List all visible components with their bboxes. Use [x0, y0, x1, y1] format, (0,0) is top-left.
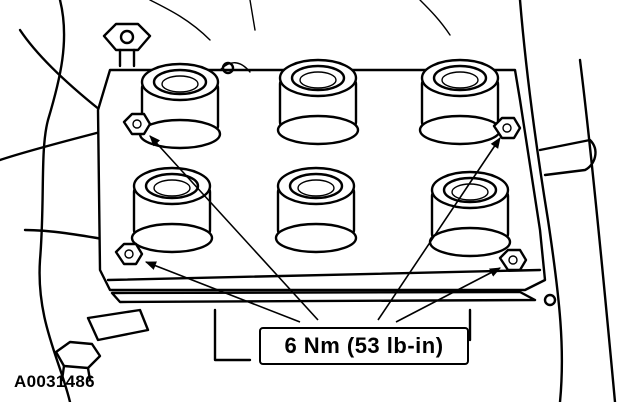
- coil-tower-4: [130, 166, 214, 254]
- arrow-to-bolt-top-right: [377, 137, 501, 321]
- right-side-bolt: [543, 293, 557, 307]
- engine-background-lines: [0, 0, 617, 402]
- figure-id: A0031486: [14, 372, 95, 391]
- coil-tower-5: [274, 166, 358, 254]
- leader-arrows: [144, 135, 501, 323]
- torque-callout: 6 Nm (53 lb-in): [259, 327, 469, 365]
- bottom-left-connector: [54, 308, 150, 382]
- coil-tower-3: [418, 58, 502, 146]
- torque-spec-label: 6 Nm (53 lb-in): [284, 333, 444, 358]
- arrow-to-bolt-bottom-left: [144, 261, 301, 323]
- mounting-bolt-top-right: [492, 116, 522, 140]
- top-left-bolt: [102, 22, 152, 68]
- arrow-to-bolt-bottom-right: [395, 267, 501, 323]
- mounting-bolt-bottom-left: [114, 242, 144, 266]
- arrow-to-bolt-top-left: [149, 135, 319, 321]
- coil-tower-6: [428, 170, 512, 258]
- coil-tower-2: [276, 58, 360, 146]
- mounting-bolt-top-left: [122, 112, 152, 136]
- mounting-bolt-bottom-right: [498, 248, 528, 272]
- coil-tower-1: [138, 62, 222, 150]
